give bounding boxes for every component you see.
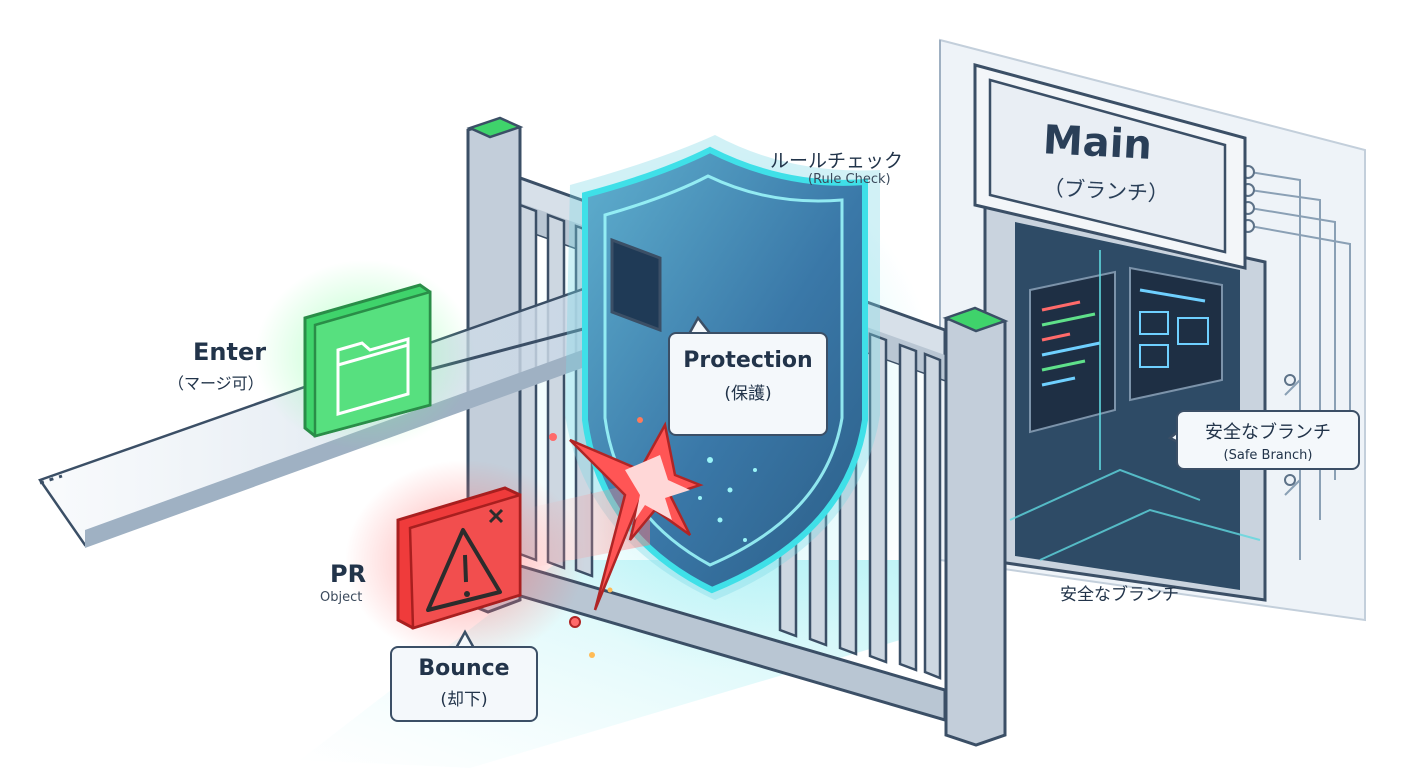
circuit-lines [1249, 171, 1351, 560]
code-screen-left [1029, 270, 1116, 434]
pr-label: PR [330, 560, 367, 588]
protection-label: Protection [683, 348, 813, 373]
safe-branch-sublabel: (Safe Branch) [1223, 448, 1313, 463]
enter-sublabel: （マージ可） [168, 374, 264, 393]
main-title: Main [1041, 117, 1154, 169]
warning-icon [426, 528, 502, 612]
bounce-label: Bounce [418, 656, 510, 681]
protection-sublabel: (保護) [724, 384, 772, 404]
pr-sublabel: Object [320, 590, 363, 605]
safe-branch-floor-label: 安全なブランチ [1060, 585, 1179, 605]
accepted-pr [255, 260, 475, 450]
protection-callout: Protection (保護) [668, 332, 828, 436]
bounce-sublabel: (却下) [440, 690, 488, 710]
main-sign [973, 63, 1247, 270]
rejected-pr [345, 460, 650, 660]
code-screen-right [1129, 266, 1223, 402]
rule-check-label: ルールチェック [770, 150, 904, 172]
bounce-callout: Bounce (却下) [390, 646, 538, 722]
folder-icon [336, 337, 410, 416]
safe-branch-callout: 安全なブランチ (Safe Branch) [1176, 410, 1360, 470]
rule-check-sublabel: (Rule Check) [808, 172, 891, 187]
enter-label: Enter [193, 338, 267, 366]
safe-branch-label: 安全なブランチ [1205, 422, 1331, 443]
close-icon [488, 508, 504, 524]
impact-burst-icon [549, 417, 704, 658]
